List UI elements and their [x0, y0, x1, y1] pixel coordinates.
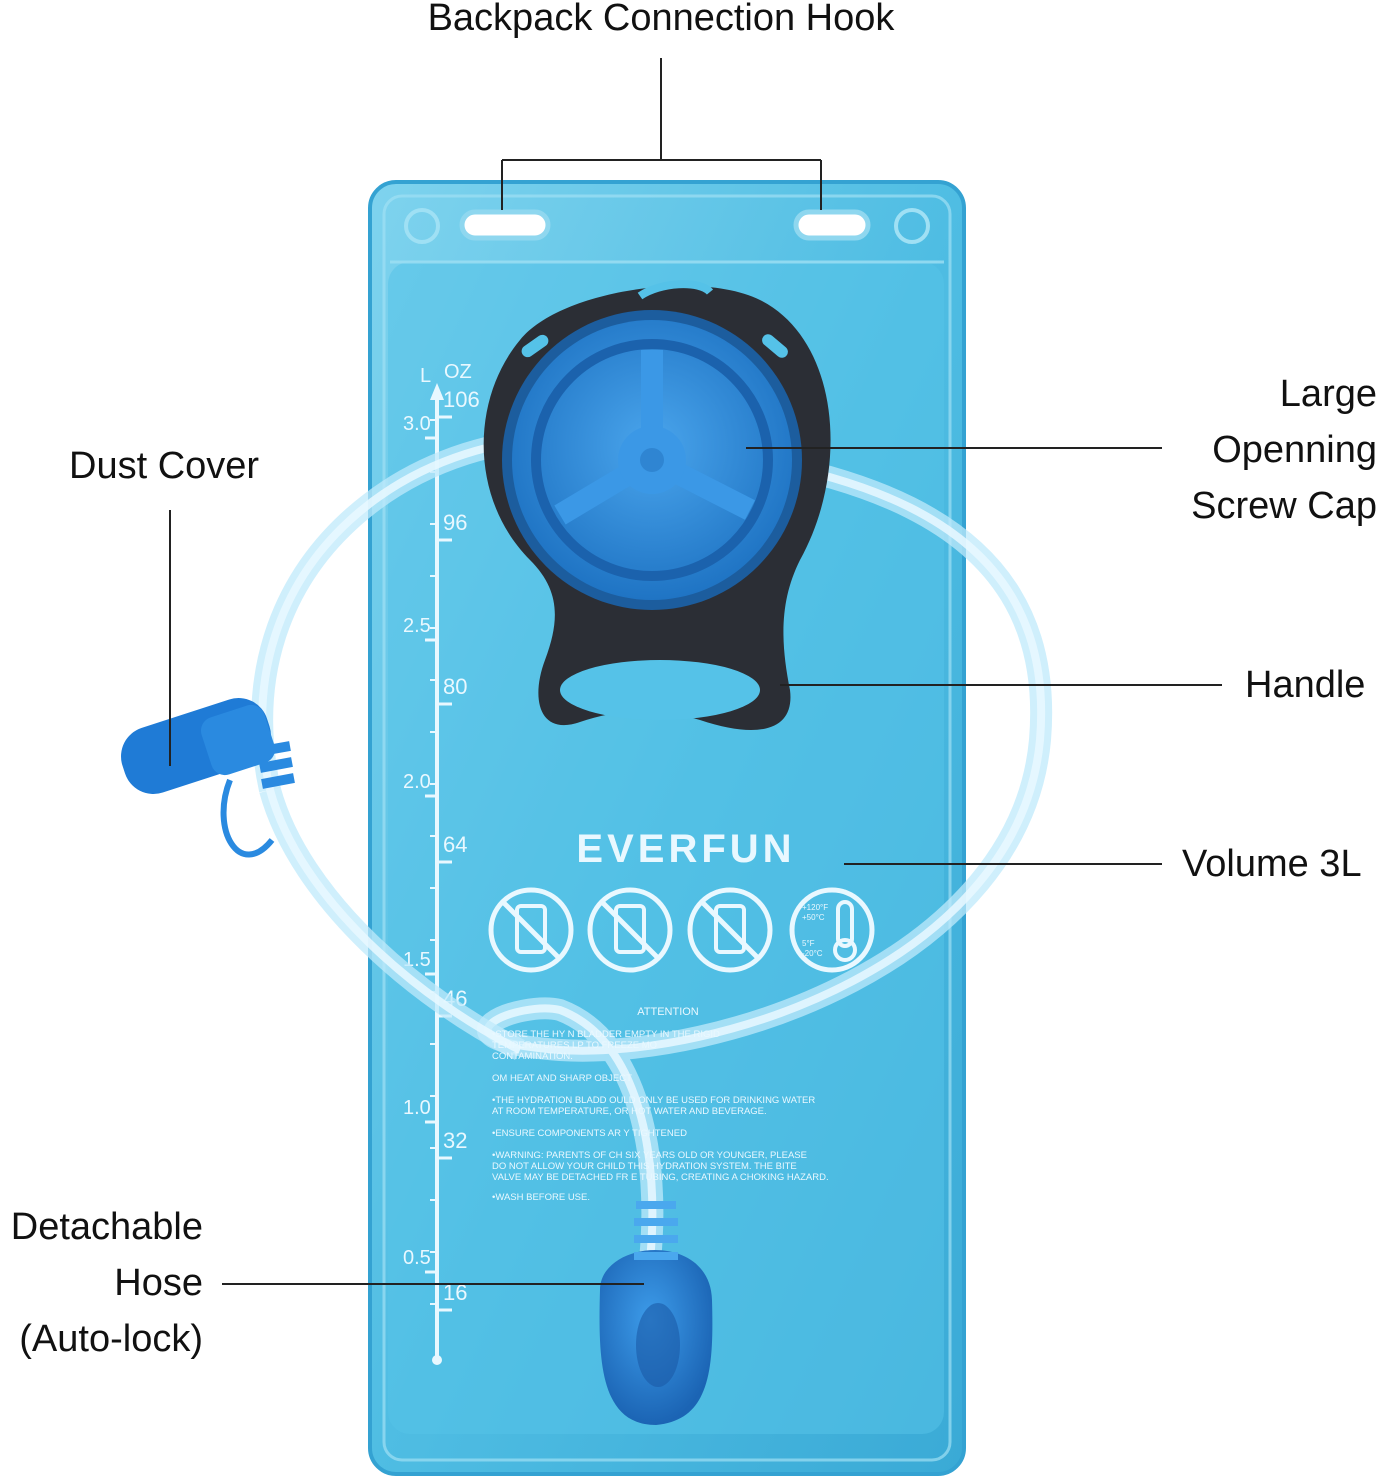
hook-slot-right: [793, 209, 871, 241]
scale-label-ounce: 106: [443, 387, 480, 412]
label-screw-cap-line-2: Openning: [1212, 429, 1377, 471]
scale-label-liter: 2.0: [403, 771, 431, 793]
scale-label-ounce: 80: [443, 674, 467, 699]
no-milk-icon: [687, 887, 773, 973]
temperature-mark: +50°C: [802, 913, 825, 922]
label-hose-line-2: Hose: [114, 1262, 203, 1304]
no-juice-icon: [488, 887, 574, 973]
attention-title: ATTENTION: [637, 1006, 699, 1018]
attention-line: •STORE THE HY N BLADDER EMPTY IN THE RIG…: [492, 1029, 720, 1040]
label-screw-cap: Large Openning Screw Cap: [1120, 366, 1377, 534]
no-alcohol-icon: [587, 887, 673, 973]
label-screw-cap-line-1: Large: [1279, 373, 1377, 415]
screw-cap: [502, 310, 802, 610]
attention-line: •ENSURE COMPONENTS AR Y TIGHTENED: [492, 1128, 687, 1139]
attention-line: TEMPERATURES LP TO FREEZE MO: [492, 1040, 657, 1051]
scale-label-liter: 0.5: [403, 1247, 431, 1269]
label-backpack-connection-hook: Backpack Connection Hook: [427, 0, 895, 39]
scale-label-ounce: 96: [443, 510, 467, 535]
temperature-mark: 5°F: [802, 939, 815, 948]
callout-lines: [169, 58, 1222, 1285]
label-handle: Handle: [1245, 664, 1366, 706]
attention-line: CONTAMINATION.: [492, 1051, 573, 1062]
attention-line: •THE HYDRATION BLADD OULD ONLY BE USED F…: [492, 1095, 815, 1106]
scale-unit-l: L: [420, 365, 431, 387]
label-screw-cap-line-3: Screw Cap: [1191, 485, 1377, 527]
label-hose-line-1: Detachable: [10, 1206, 203, 1248]
attention-line: •WASH BEFORE USE.: [492, 1192, 590, 1203]
attention-block: ATTENTION •STORE THE HY N BLADDER EMPTY I…: [492, 1006, 829, 1203]
label-hose-line-3: (Auto-lock): [19, 1318, 203, 1360]
scale-label-liter: 1.0: [403, 1097, 431, 1119]
scale-label-ounce: 64: [443, 832, 467, 857]
attention-line: DO NOT ALLOW YOUR CHILD THIS HYDRATION S…: [492, 1161, 797, 1172]
temperature-range-icon: +120°F+50°C 5°F-20°C: [789, 887, 875, 973]
label-detachable-hose: Detachable Hose (Auto-lock): [0, 1199, 203, 1367]
drinking-hose: [251, 427, 1053, 1262]
temperature-mark: +120°F: [802, 903, 828, 912]
attention-line: •WARNING: PARENTS OF CH SIX YEARS OLD OR…: [492, 1150, 807, 1161]
dust-cover: [121, 697, 295, 858]
hook-slot-left: [459, 209, 551, 241]
bite-valve: [599, 1201, 713, 1425]
brand-logo: EVERFUN: [576, 827, 795, 871]
warning-icons: +120°F+50°C 5°F-20°C: [488, 887, 875, 973]
scale-label-ounce: 32: [443, 1128, 467, 1153]
scale-label-liter: 2.5: [403, 615, 431, 637]
temperature-mark: -20°C: [802, 949, 823, 958]
scale-unit-oz: OZ: [444, 361, 472, 383]
attention-line: AT ROOM TEMPERATURE, OR HOT WATER AND BE…: [492, 1106, 767, 1117]
scale-label-liter: 3.0: [403, 413, 431, 435]
label-volume: Volume 3L: [1182, 843, 1362, 885]
label-dust-cover: Dust Cover: [69, 445, 260, 487]
attention-line: OM HEAT AND SHARP OBJECT: [492, 1073, 632, 1084]
attention-line: VALVE MAY BE DETACHED FR E TUBING, CREAT…: [492, 1172, 829, 1183]
